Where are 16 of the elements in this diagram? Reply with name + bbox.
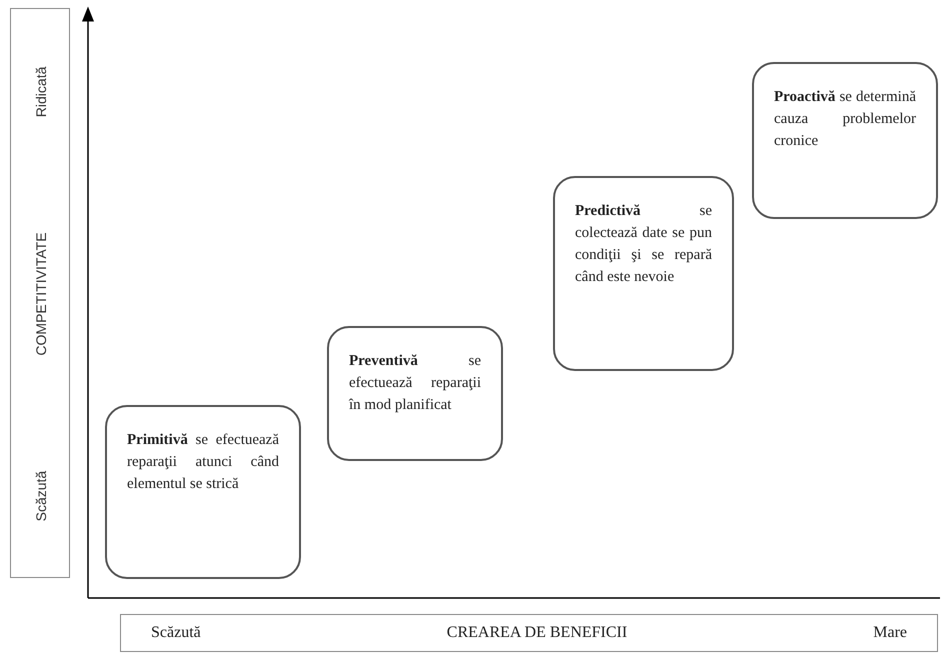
description-text: Preventivă se efectuează reparaţii în mod planificat [349, 352, 481, 415]
axis-label-box [10, 8, 70, 578]
axis-label: COMPETITIVITATE [32, 232, 50, 356]
description-text: Predictivă se colectează date se pun condiţii şi se repară când este nevoie [575, 202, 712, 287]
axis-label: Scăzută [32, 470, 50, 522]
rounded-text-box [105, 405, 301, 579]
axis-label-box [120, 614, 938, 652]
axis-label: Ridicată [32, 66, 50, 118]
description-text: Primitivă se efectuează reparaţii atunci când elementul se strică [127, 431, 279, 494]
axis-label: CREAREA DE BENEFICII [446, 623, 628, 643]
axis-label: Mare [873, 623, 907, 643]
rounded-text-box [553, 176, 734, 371]
description-text: Proactivă se determină cauza problemelor cronice [774, 88, 916, 151]
rounded-text-box [327, 326, 503, 461]
axis-label: Scăzută [151, 623, 201, 643]
rounded-text-box [752, 62, 938, 219]
